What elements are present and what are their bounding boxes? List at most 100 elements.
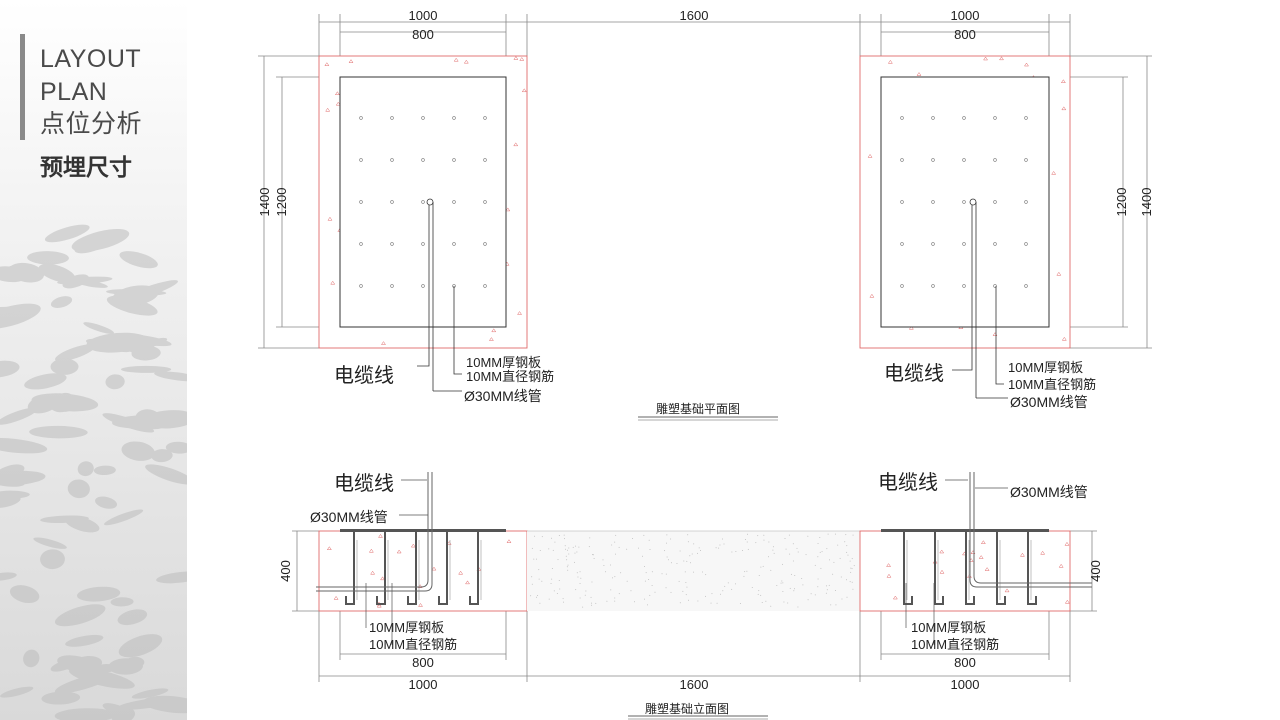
- speck: [849, 560, 851, 562]
- speck: [790, 573, 792, 575]
- rebar-hook: [965, 532, 975, 605]
- aggregate-mark: [939, 549, 945, 554]
- speck: [645, 572, 647, 574]
- speck: [670, 591, 672, 593]
- speck: [814, 594, 816, 596]
- speck: [801, 577, 803, 579]
- speck: [788, 534, 790, 536]
- rebar-point: [483, 158, 487, 162]
- plan-dim-inner-w-left: 800: [412, 27, 434, 42]
- aggregate-mark: [1056, 271, 1062, 276]
- layout-title: LAYOUT: [40, 45, 142, 73]
- plan-dim-inner-h-left: 1200: [274, 188, 289, 217]
- elev-dim-height-right: 400: [1088, 560, 1103, 582]
- speck: [772, 546, 774, 548]
- speck: [579, 597, 581, 599]
- ripple: [76, 586, 121, 602]
- ripple: [95, 496, 118, 509]
- ripple: [31, 393, 99, 412]
- speck: [702, 571, 704, 573]
- aggregate-mark: [335, 101, 341, 106]
- speck: [537, 595, 539, 597]
- speck: [850, 567, 852, 569]
- plan-dim-outer-h-left: 1400: [257, 188, 272, 217]
- speck: [548, 598, 550, 600]
- speck: [758, 590, 760, 592]
- ripple: [119, 251, 158, 269]
- elev-dim-inner-w-right: 800: [954, 655, 976, 670]
- plan-plate-label-right: 10MM厚钢板: [1008, 360, 1083, 375]
- aggregate-mark: [463, 59, 469, 64]
- speck: [785, 548, 787, 550]
- accent-bar: [20, 34, 25, 140]
- aggregate-mark: [1019, 552, 1025, 557]
- speck: [768, 541, 770, 543]
- rebar-point: [452, 200, 456, 204]
- ripple: [44, 224, 90, 243]
- speck: [817, 578, 819, 580]
- speck: [692, 571, 694, 573]
- rebar-hook: [345, 532, 355, 605]
- speck: [693, 543, 695, 545]
- speck: [533, 558, 535, 560]
- aggregate-mark: [984, 567, 990, 571]
- concrete-slab: [527, 531, 860, 611]
- speck: [817, 586, 819, 588]
- speck: [851, 581, 853, 583]
- speck: [585, 590, 587, 592]
- rebar-point: [390, 200, 394, 204]
- speck: [584, 594, 586, 596]
- rebar-point: [931, 200, 935, 204]
- aggregate-mark: [999, 56, 1004, 61]
- speck: [679, 602, 681, 604]
- elev-pipe-label-right: Ø30MM线管: [1010, 484, 1088, 500]
- speck: [827, 533, 829, 535]
- speck: [844, 541, 846, 543]
- plan-cable-label-right: 电缆线: [884, 362, 944, 385]
- aggregate-mark: [513, 56, 519, 60]
- aggregate-mark: [334, 91, 340, 95]
- speck: [807, 535, 809, 537]
- ripple: [0, 306, 25, 315]
- aggregate-mark: [505, 207, 511, 212]
- speck: [651, 571, 653, 573]
- speck: [722, 590, 724, 592]
- speck: [649, 548, 651, 550]
- speck: [781, 580, 783, 582]
- ripple: [110, 597, 134, 607]
- rebar-hook: [934, 532, 944, 605]
- rebar-point: [390, 158, 394, 162]
- speck: [727, 582, 729, 584]
- speck: [611, 577, 613, 579]
- rebar-point: [1024, 158, 1028, 162]
- steel-plate-section: [881, 529, 1049, 532]
- speck: [578, 546, 580, 548]
- speck: [648, 539, 650, 541]
- aggregate-mark: [381, 341, 386, 345]
- ripple: [121, 365, 172, 373]
- rebar-points: [359, 116, 487, 288]
- aggregate-mark: [431, 566, 437, 571]
- speck: [683, 560, 685, 562]
- speck: [840, 576, 842, 578]
- speck: [564, 538, 566, 540]
- aggregate-mark: [1058, 563, 1064, 568]
- aggregate-mark: [324, 62, 330, 66]
- speck: [575, 545, 577, 547]
- aggregate-mark: [892, 595, 898, 600]
- speck: [643, 534, 645, 536]
- aggregate-mark: [886, 573, 892, 578]
- speck: [847, 554, 849, 556]
- speck: [770, 605, 772, 607]
- rebar-point: [359, 158, 363, 162]
- plan-title: PLAN: [40, 78, 108, 106]
- speck: [715, 547, 717, 549]
- speck: [817, 556, 819, 558]
- rebar-hook: [996, 532, 1006, 605]
- rebar-point: [900, 158, 904, 162]
- speck: [614, 576, 616, 578]
- speck: [762, 565, 764, 567]
- aggregate-mark: [983, 56, 989, 61]
- speck: [751, 586, 753, 588]
- rebar-point: [993, 116, 997, 120]
